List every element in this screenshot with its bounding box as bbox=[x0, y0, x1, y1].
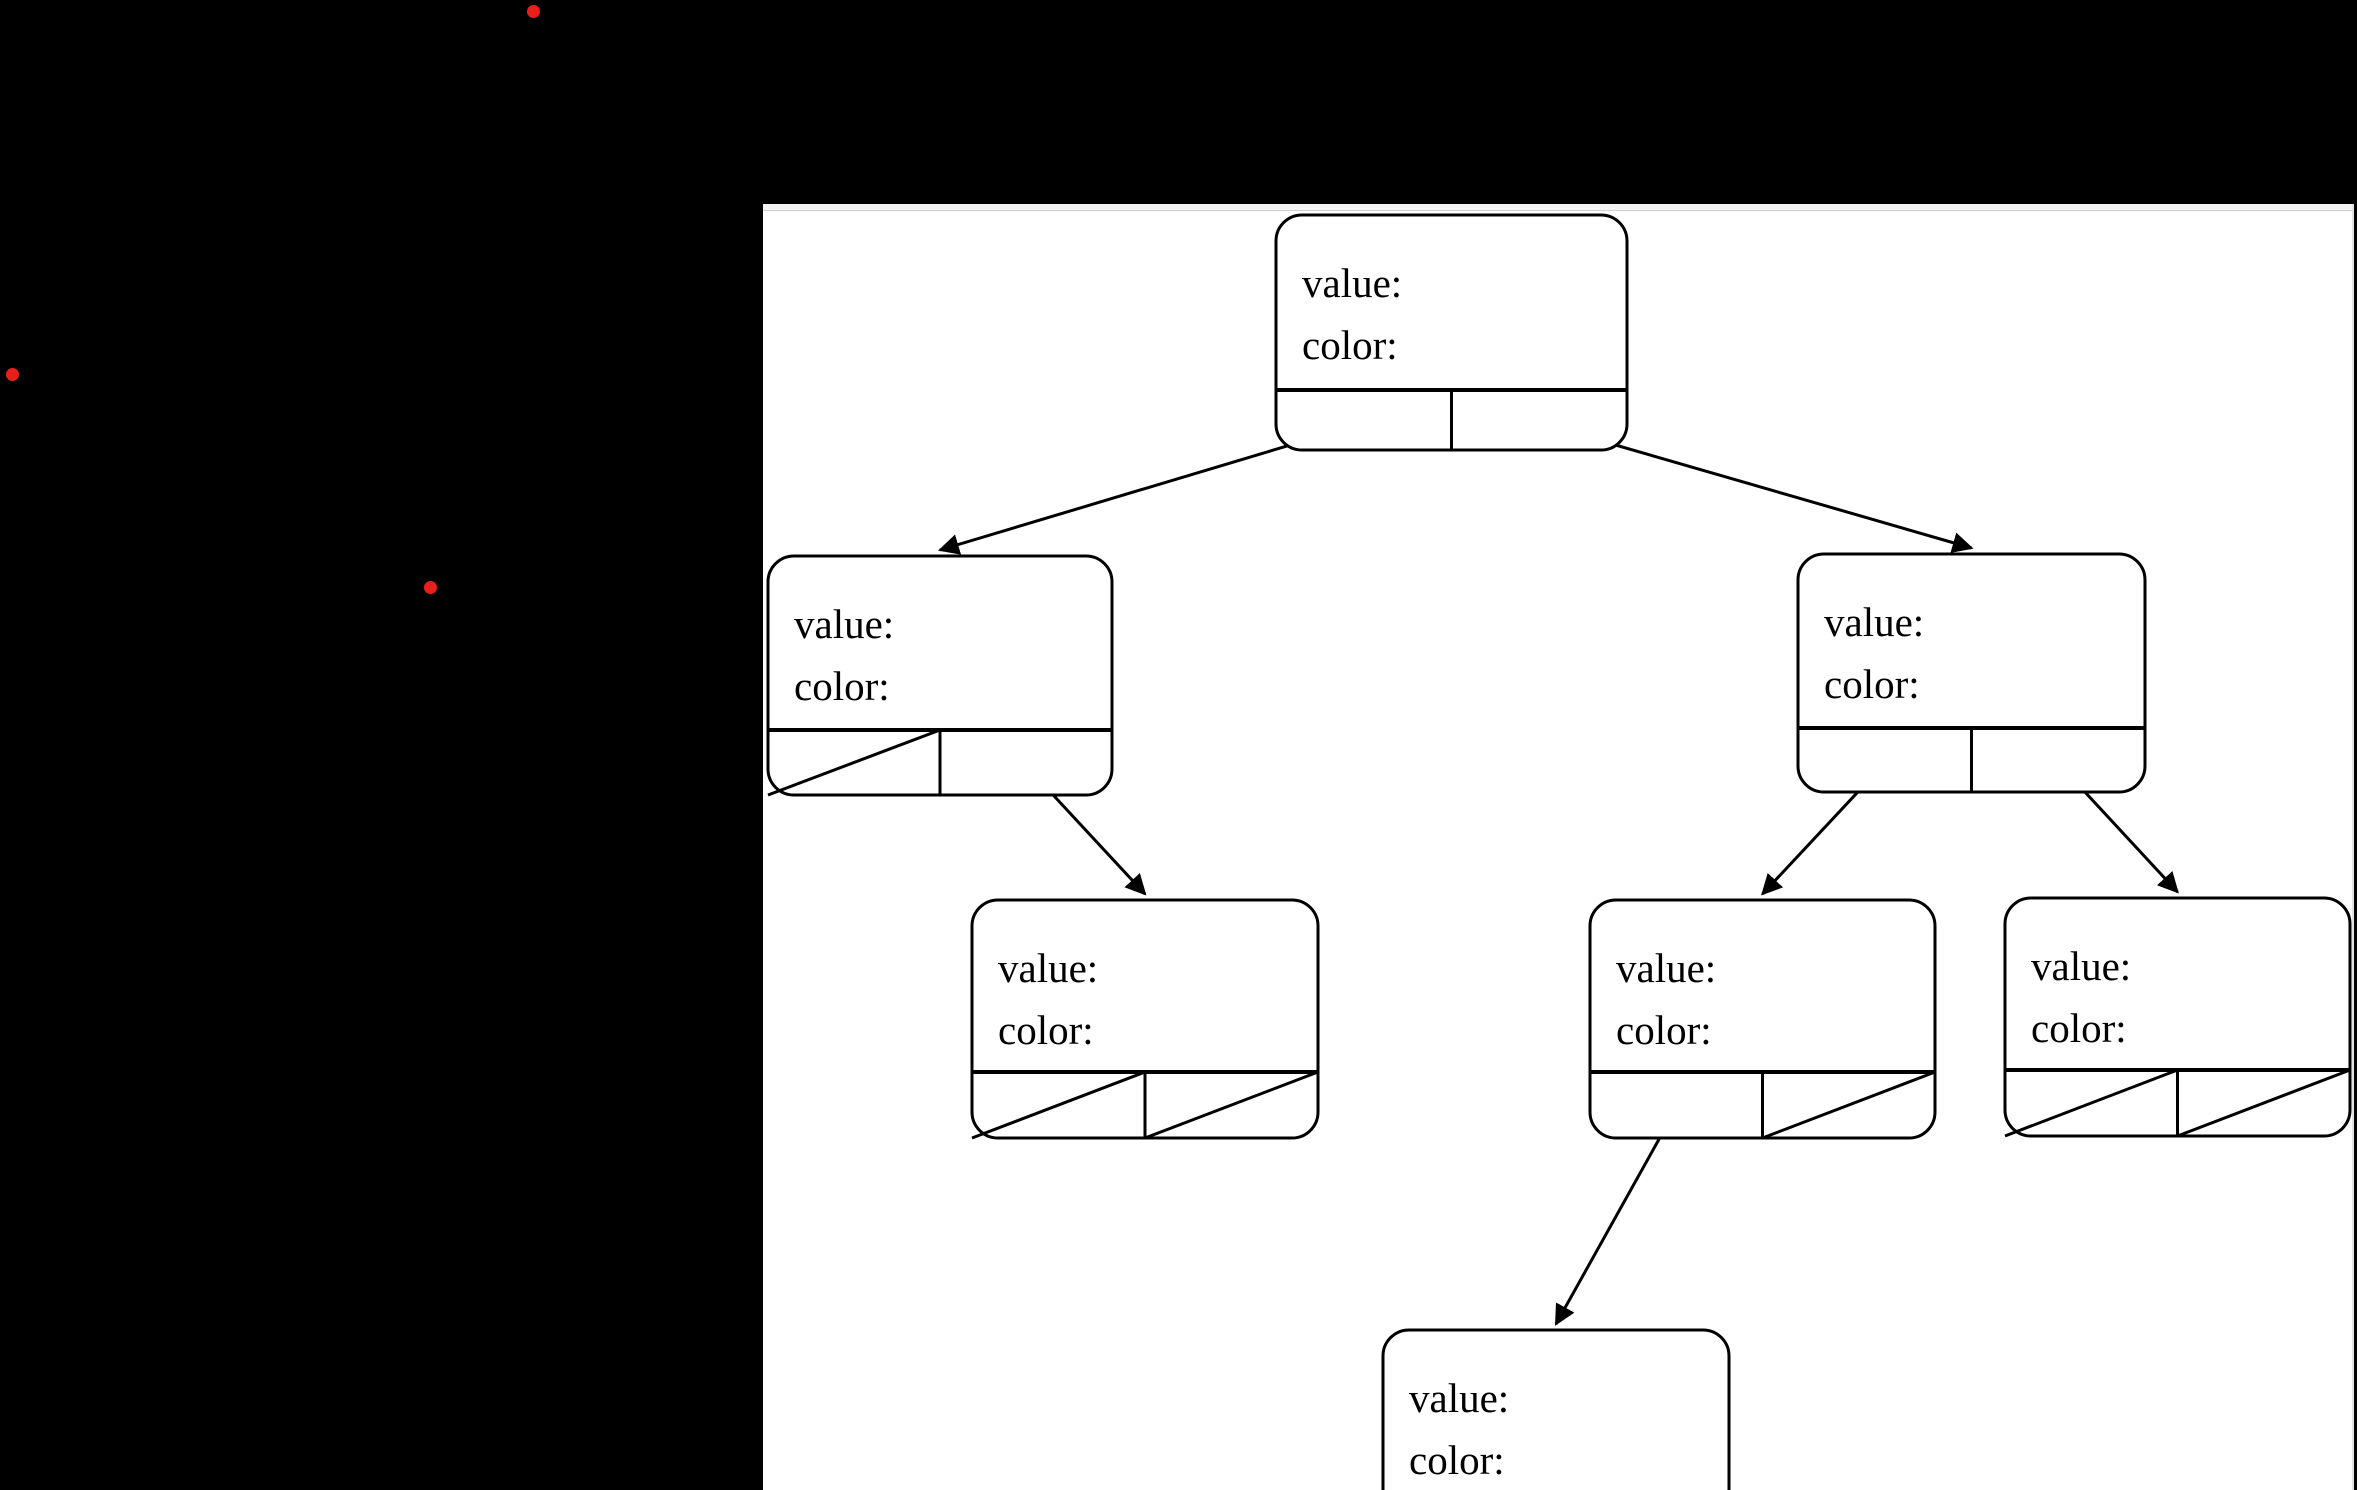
node-value-label: value: bbox=[1409, 1375, 1510, 1421]
red-marker-dot-2 bbox=[6, 368, 19, 381]
node-right-null-slash-icon bbox=[1144, 1070, 1319, 1140]
tree-diagram-svg bbox=[766, 213, 2352, 1490]
tree-node-n-f[interactable] bbox=[1381, 1328, 1731, 1490]
node-color-label: color: bbox=[1302, 322, 1398, 368]
red-marker-dot-1 bbox=[527, 5, 540, 18]
node-right-null-slash-icon bbox=[1761, 1070, 1936, 1140]
node-color-label: color: bbox=[998, 1007, 1094, 1053]
tree-node-root[interactable] bbox=[1274, 213, 1629, 452]
tree-node-n-right[interactable] bbox=[1796, 552, 2147, 794]
node-left-null-slash-icon bbox=[767, 728, 941, 797]
tree-edge-n-d-to-n-f bbox=[1554, 1107, 1678, 1326]
node-right-null-slash-icon bbox=[2176, 1068, 2351, 1138]
node-value-label: value: bbox=[2031, 943, 2132, 989]
node-color-label: color: bbox=[794, 663, 890, 709]
tree-node-n-e[interactable] bbox=[2003, 896, 2352, 1138]
tree-node-n-c[interactable] bbox=[970, 898, 1320, 1140]
node-value-label: value: bbox=[998, 945, 1099, 991]
node-left-null-slash-icon bbox=[2004, 1068, 2179, 1138]
node-value-label: value: bbox=[1824, 599, 1925, 645]
tree-node-n-left[interactable] bbox=[766, 554, 1114, 797]
panel-right-edge bbox=[2352, 204, 2354, 1490]
node-color-label: color: bbox=[1409, 1437, 1505, 1483]
node-color-label: color: bbox=[1824, 661, 1920, 707]
node-value-label: value: bbox=[1302, 260, 1403, 306]
node-left-null-slash-icon bbox=[971, 1070, 1146, 1140]
tree-node-n-d[interactable] bbox=[1588, 898, 1937, 1140]
nodes-layer bbox=[766, 213, 2352, 1490]
node-box[interactable] bbox=[1381, 1328, 1731, 1490]
node-value-label: value: bbox=[1616, 945, 1717, 991]
panel-top-bar bbox=[763, 204, 2354, 211]
node-color-label: color: bbox=[1616, 1007, 1712, 1053]
diagram-panel[interactable]: value: color: value: color: value: color: valu… bbox=[763, 204, 2354, 1490]
node-color-label: color: bbox=[2031, 1005, 2127, 1051]
node-value-label: value: bbox=[794, 601, 895, 647]
red-marker-dot-3 bbox=[424, 581, 437, 594]
